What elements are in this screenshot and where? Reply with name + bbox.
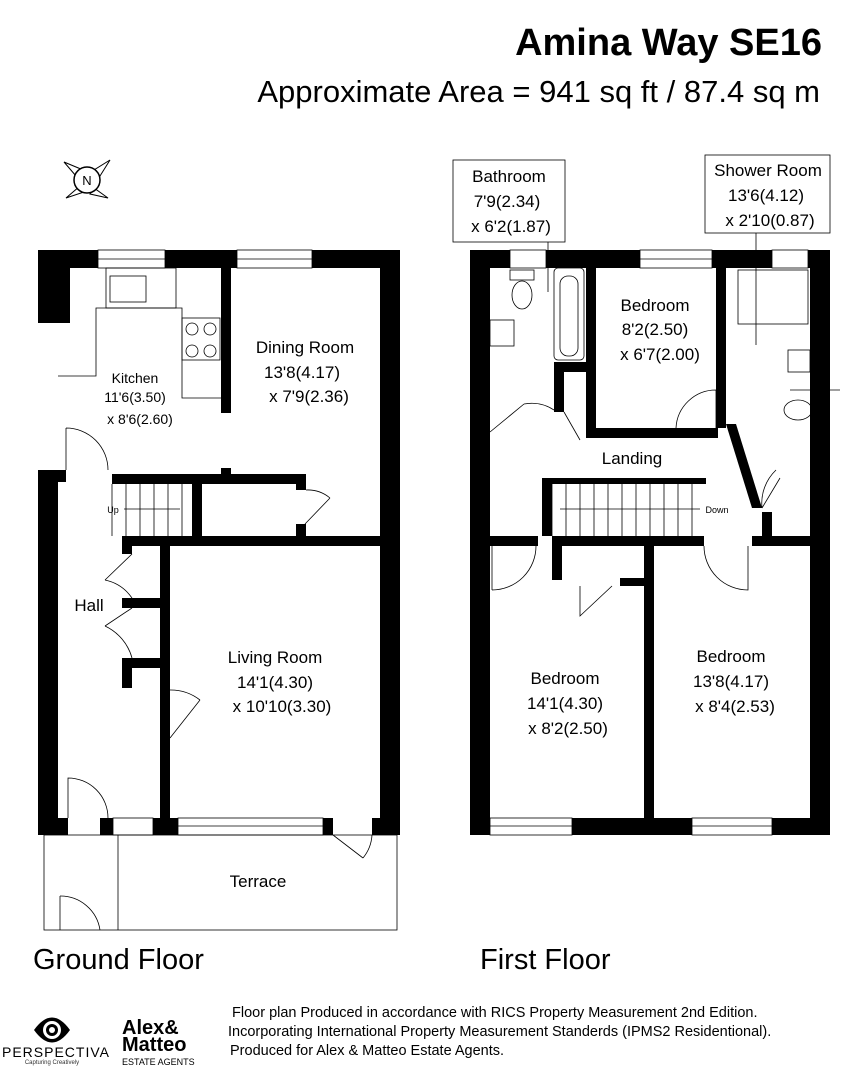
perspectiva-logo-icon: [34, 1017, 70, 1043]
bathroom-dim2: x 6'2(1.87): [471, 217, 551, 236]
living-dim2: x 10'10(3.30): [233, 697, 332, 716]
bedroom3-dim1: 13'8(4.17): [693, 672, 769, 691]
compass-north-label: N: [82, 173, 91, 188]
perspectiva-logo: PERSPECTIVA Capturing Creatively: [2, 1044, 110, 1066]
dining-name: Dining Room: [256, 338, 354, 357]
first-floor-fixtures: [452, 154, 840, 836]
bedroom1-dim2: x 6'7(2.00): [620, 345, 700, 364]
perspectiva-name: PERSPECTIVA: [2, 1044, 110, 1060]
kitchen-dim2: x 8'6(2.60): [107, 411, 173, 427]
landing-name: Landing: [602, 449, 663, 468]
footer-line2: Incorporating International Property Mea…: [228, 1024, 772, 1040]
alex-matteo-line2: Matteo: [122, 1034, 187, 1056]
bedroom3-name: Bedroom: [697, 647, 766, 666]
bathroom-name: Bathroom: [472, 167, 546, 186]
dining-dim2: x 7'9(2.36): [269, 387, 349, 406]
shower-room-name: Shower Room: [714, 161, 822, 180]
footer-line3: Produced for Alex & Matteo Estate Agents…: [230, 1043, 505, 1059]
shower-room-dim1: 13'6(4.12): [728, 186, 804, 205]
ground-floor-fixtures: [43, 249, 398, 931]
hall-name: Hall: [74, 596, 103, 615]
bedroom2-dim2: x 8'2(2.50): [528, 719, 608, 738]
bedroom2-dim1: 14'1(4.30): [527, 694, 603, 713]
first-floor-label: First Floor: [480, 944, 611, 976]
footer-disclaimer: Floor plan Produced in accordance with R…: [228, 1004, 771, 1061]
first-floor-labels: Bathroom 7'9(2.34) x 6'2(1.87) Shower Ro…: [471, 161, 822, 738]
kitchen-name: Kitchen: [112, 370, 159, 386]
living-dim1: 14'1(4.30): [237, 673, 313, 692]
stairs-up-label: Up: [107, 505, 119, 515]
footer-line1: Floor plan Produced in accordance with R…: [232, 1005, 758, 1021]
living-name: Living Room: [228, 648, 323, 667]
bedroom1-dim1: 8'2(2.50): [622, 320, 689, 339]
perspectiva-tagline: Capturing Creatively: [24, 1060, 80, 1066]
bedroom2-name: Bedroom: [531, 669, 600, 688]
alex-matteo-line1: Alex&: [122, 1017, 179, 1039]
stairs-down-label: Down: [705, 505, 728, 515]
bedroom1-name: Bedroom: [621, 296, 690, 315]
alex-matteo-logo: Alex& Matteo ESTATE AGENTS: [122, 1017, 195, 1071]
bedroom3-dim2: x 8'4(2.53): [695, 697, 775, 716]
alex-matteo-line3: ESTATE AGENTS: [122, 1057, 195, 1067]
bathroom-dim1: 7'9(2.34): [474, 192, 541, 211]
terrace-name: Terrace: [230, 872, 287, 891]
compass-icon: N: [63, 159, 111, 199]
first-floor-plan: [470, 250, 830, 835]
property-title: Amina Way SE16: [515, 22, 822, 64]
ground-floor-label: Ground Floor: [33, 944, 204, 976]
approximate-area: Approximate Area = 941 sq ft / 87.4 sq m: [257, 74, 820, 109]
kitchen-dim1: 11'6(3.50): [104, 389, 166, 405]
dining-dim1: 13'8(4.17): [264, 363, 340, 382]
ground-floor-plan: [38, 250, 400, 835]
shower-room-dim2: x 2'10(0.87): [725, 211, 814, 230]
ground-floor-labels: Kitchen 11'6(3.50) x 8'6(2.60) Dining Ro…: [74, 338, 354, 891]
